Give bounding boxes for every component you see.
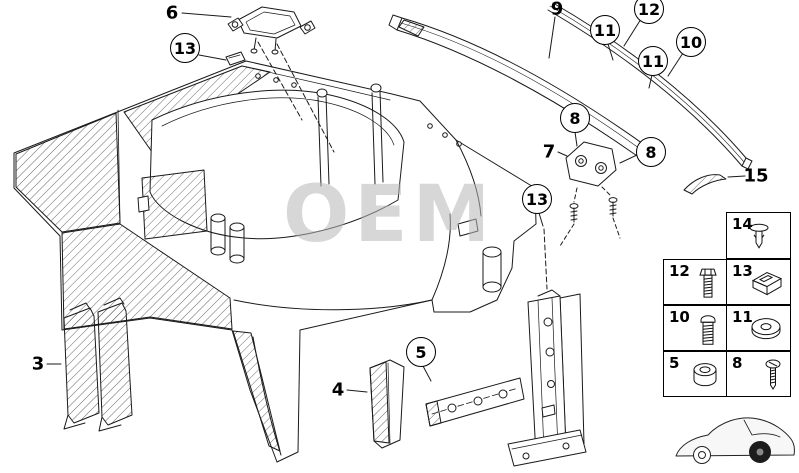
callout-3[interactable]: 3 (31, 353, 45, 375)
legend-cell-label: 5 (669, 354, 680, 372)
callout-5[interactable]: 5 (406, 337, 436, 367)
car-silhouette (675, 417, 795, 464)
screw-icon (765, 359, 781, 390)
callout-8-a[interactable]: 8 (560, 103, 590, 133)
legend-cell-12[interactable]: 12 (663, 259, 727, 305)
callout-10[interactable]: 10 (676, 27, 706, 57)
callout-15[interactable]: 15 (743, 165, 769, 187)
callout-12[interactable]: 12 (634, 0, 664, 24)
legend-cell-label: 11 (732, 308, 753, 326)
watermark: OEM (283, 170, 496, 260)
hex-bolt-icon (699, 268, 717, 298)
legend-cell-8[interactable]: 8 (726, 351, 791, 397)
leader-lines (46, 12, 746, 393)
callout-11-b[interactable]: 11 (638, 46, 668, 76)
bracket-part-7 (565, 141, 618, 223)
legend-cell-5[interactable]: 5 (663, 351, 727, 397)
legend-cell-10[interactable]: 10 (663, 305, 727, 351)
callout-7[interactable]: 7 (542, 141, 556, 163)
expansion-rivet-icon (749, 223, 768, 249)
bracket-part-4 (369, 359, 405, 449)
callout-number: 11 (593, 20, 617, 40)
legend-cell-14[interactable]: 14 (726, 212, 791, 259)
callout-number: 5 (415, 342, 427, 362)
bracket-part-6 (227, 6, 316, 55)
legend-cell-label: 10 (669, 308, 690, 326)
main-body-structure (13, 60, 537, 463)
callout-13-cowl[interactable]: 13 (522, 184, 552, 214)
legend-cell-label: 12 (669, 262, 690, 280)
legend-cell-13[interactable]: 13 (726, 259, 791, 305)
callout-number: 8 (645, 142, 657, 162)
callout-number: 11 (641, 51, 665, 71)
callout-6[interactable]: 6 (165, 2, 179, 24)
callout-number: 13 (173, 38, 197, 58)
support-pillar (507, 289, 587, 467)
callout-number: 12 (637, 0, 661, 19)
callout-13-top[interactable]: 13 (170, 33, 200, 63)
torx-bolt-icon (700, 315, 716, 345)
cap-nut-icon (693, 363, 717, 387)
clip-part-13-top (225, 51, 246, 66)
grommet-icon (751, 318, 781, 340)
legend-cell-label: 14 (732, 215, 753, 233)
sheet-metal-clip-icon (751, 272, 783, 296)
screw-part-8-a (569, 203, 579, 223)
bracket-part-3 (63, 297, 133, 432)
clip-part-15 (683, 174, 727, 195)
reinforcement-rail (425, 377, 525, 427)
callout-11-a[interactable]: 11 (590, 15, 620, 45)
legend-cell-label: 8 (732, 354, 743, 372)
legend-cell-11[interactable]: 11 (726, 305, 791, 351)
callout-9[interactable]: 9 (550, 0, 564, 20)
callout-number: 8 (569, 108, 581, 128)
callout-8-b[interactable]: 8 (636, 137, 666, 167)
callout-number: 13 (525, 189, 549, 209)
screw-part-8-b (608, 197, 618, 217)
callout-number: 10 (679, 32, 703, 52)
legend-cell-label: 13 (732, 262, 753, 280)
callout-4[interactable]: 4 (331, 379, 345, 401)
